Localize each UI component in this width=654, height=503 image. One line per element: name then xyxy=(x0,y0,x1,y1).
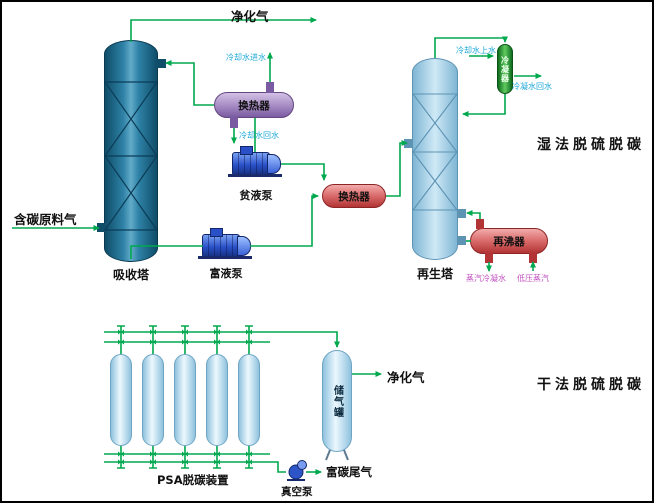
pump-head xyxy=(237,236,251,256)
storage-tank: 储气罐 xyxy=(322,350,352,452)
cooling-water-supply-label: 冷却水上水 xyxy=(456,46,496,55)
condenser-vessel: 冷凝器 xyxy=(497,44,513,94)
storage-tank-label: 储气罐 xyxy=(331,384,343,418)
cooler-bottom-stub xyxy=(230,117,238,128)
feed-gas-label: 含碳原料气 xyxy=(14,212,77,227)
main-heat-exchanger: 换热器 xyxy=(322,184,386,208)
purified-gas-label-top: 净化气 xyxy=(231,9,269,24)
absorber-tower xyxy=(104,40,158,262)
psa-vessel-3 xyxy=(174,354,196,446)
lp-steam-label: 低压蒸汽 xyxy=(517,274,549,283)
pump-head xyxy=(267,154,281,174)
steam-condensate-label: 蒸汽冷凝水 xyxy=(466,274,506,283)
pump-motor xyxy=(202,234,240,258)
rich-pump-label: 富液泵 xyxy=(209,267,243,280)
condensate-return-label: 冷凝水回水 xyxy=(512,82,552,91)
vacuum-pump-label: 真空泵 xyxy=(281,486,313,498)
dry-process-title: 干法脱硫脱碳 xyxy=(537,377,645,393)
regenerator-label: 再生塔 xyxy=(416,267,453,281)
psa-unit-label: PSA脱碳装置 xyxy=(157,473,229,487)
cooling-water-in-label: 冷却水进水 xyxy=(226,53,266,62)
pump-junction-box xyxy=(210,228,223,237)
process-pipes xyxy=(12,17,542,475)
vacuum-pump-icon xyxy=(287,460,307,481)
rich-pump xyxy=(198,228,252,259)
cooling-water-return-label: 冷却水回水 xyxy=(239,131,279,140)
absorber-label: 吸收塔 xyxy=(112,268,149,282)
cooler-top-stub xyxy=(266,82,274,93)
wet-process-title: 湿法脱硫脱碳 xyxy=(537,137,645,153)
regenerator-reboiler-nozzle-upper xyxy=(457,209,466,218)
reboiler-top-stub xyxy=(476,219,484,229)
lean-pump-label: 贫液泵 xyxy=(239,189,273,202)
pump-motor xyxy=(232,152,270,176)
reboiler-condensate-stub xyxy=(485,253,493,263)
regenerator-reboiler-nozzle-lower xyxy=(457,236,466,245)
lean-pump xyxy=(228,146,282,177)
psa-vessel-2 xyxy=(142,354,164,446)
absorber-lean-inlet-nozzle xyxy=(157,59,166,68)
regenerator-tower xyxy=(412,58,458,260)
absorber-feed-nozzle xyxy=(97,223,105,232)
pump-base xyxy=(228,174,282,177)
psa-vessel-5 xyxy=(238,354,260,446)
regenerator-feed-nozzle xyxy=(404,139,413,148)
reboiler-steam-stub xyxy=(529,253,537,263)
condenser-label: 冷凝器 xyxy=(500,55,510,83)
psa-vessel-4 xyxy=(206,354,228,446)
pump-junction-box xyxy=(240,146,253,155)
rich-tail-gas-label: 富碳尾气 xyxy=(326,465,372,479)
reboiler-vessel: 再沸器 xyxy=(470,228,548,254)
psa-vessel-1 xyxy=(110,354,132,446)
purified-gas-label-bottom: 净化气 xyxy=(387,370,425,385)
lean-cooler-heat-exchanger: 换热器 xyxy=(214,92,294,118)
pump-base xyxy=(198,256,252,259)
